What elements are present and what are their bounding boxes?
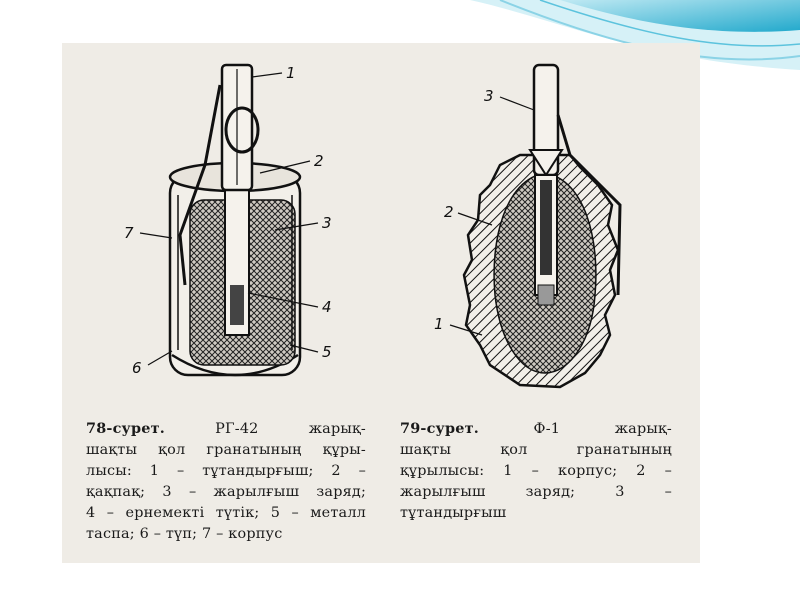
callout-1: 1 — [434, 315, 444, 333]
caption-line: жарылғыш заряд; 3 – — [400, 484, 672, 500]
callout-3: 3 — [322, 214, 332, 232]
caption-line: шақты қол гранатының — [400, 442, 672, 458]
callout-5: 5 — [322, 343, 332, 361]
caption-figure-78: 78-сурет. РГ-42 жарық- шақты қол гранаты… — [86, 418, 366, 545]
callout-6: 6 — [132, 359, 142, 377]
caption-number: 78-сурет. — [86, 420, 165, 437]
caption-line: қақпақ; 3 – жарылғыш заряд; — [86, 484, 366, 500]
callout-1: 1 — [286, 64, 296, 82]
caption-line: тұтандырғыш — [400, 505, 507, 521]
caption-line: 78-сурет. РГ-42 жарық- — [86, 420, 366, 437]
callout-4: 4 — [322, 298, 332, 316]
caption-line: шақты қол гранатының құры- — [86, 442, 366, 458]
caption-figure-79: 79-сурет. Ф-1 жарық- шақты қол гранатыны… — [400, 418, 672, 524]
caption-line: 4 – ернемекті түтік; 5 – металл — [86, 505, 366, 521]
caption-number: 79-сурет. — [400, 420, 479, 437]
caption-line: 79-сурет. Ф-1 жарық- — [400, 420, 672, 437]
callout-7: 7 — [124, 224, 134, 242]
figure-f1-diagram: 3 2 1 — [420, 55, 660, 395]
callout-2: 2 — [314, 152, 324, 170]
caption-line: таспа; 6 – түп; 7 – корпус — [86, 526, 283, 542]
caption-line: құрылысы: 1 – корпус; 2 – — [400, 463, 672, 479]
figure-rg42-diagram: 1 2 3 7 4 5 6 — [110, 55, 360, 395]
callout-2: 2 — [444, 203, 454, 221]
caption-line: лысы: 1 – тұтандырғыш; 2 – — [86, 463, 366, 479]
callout-3: 3 — [484, 87, 494, 105]
